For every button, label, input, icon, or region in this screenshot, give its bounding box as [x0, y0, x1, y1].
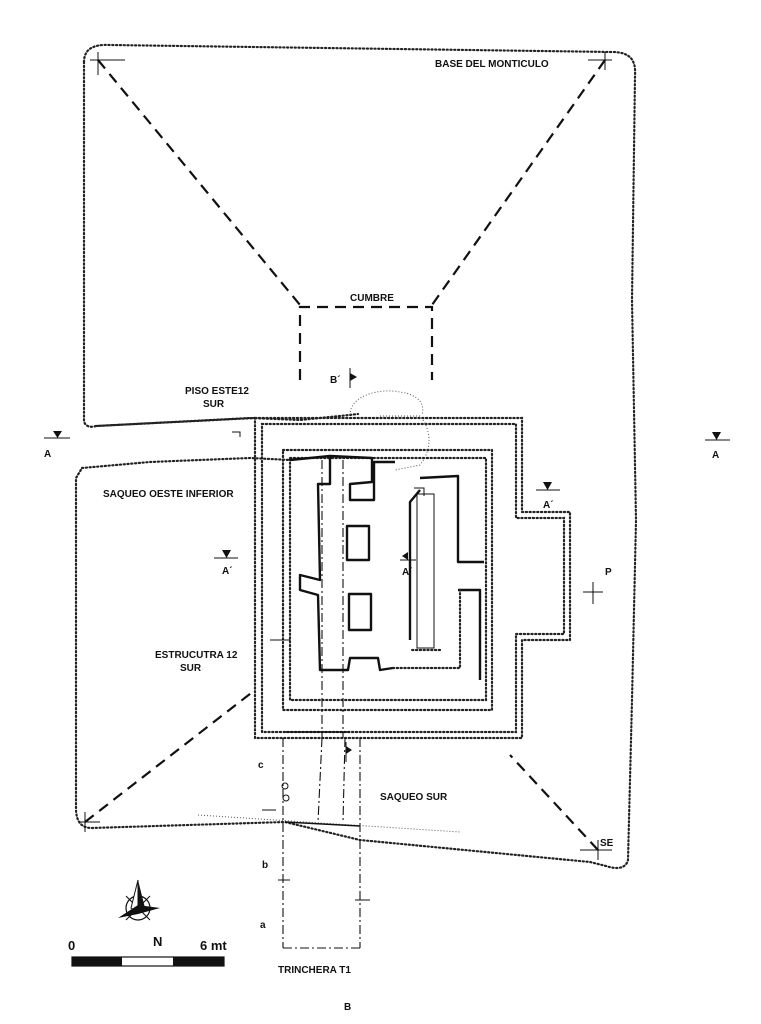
- platform-outer: [253, 416, 572, 740]
- label-saqueo-oeste: SAQUEO OESTE INFERIOR: [103, 489, 234, 500]
- room-lower: [347, 592, 373, 632]
- label-estructura-2: SUR: [180, 663, 202, 674]
- dash-sw: [84, 689, 256, 823]
- label-trinchera: TRINCHERA T1: [278, 965, 351, 976]
- scale-bar: 0 6 mt: [68, 938, 227, 967]
- structure-wall-north: [329, 454, 395, 502]
- trench-marker-2: [282, 794, 290, 802]
- section-label-a-right: A: [712, 450, 719, 461]
- label-piso-1: PISO ESTE12: [185, 386, 249, 397]
- structure-wall-east: [419, 474, 484, 564]
- section-marker-a-prime-2: A´: [214, 550, 238, 577]
- cumbre-box: [298, 305, 434, 380]
- north-bulge: [349, 390, 424, 416]
- section-label-b-prime: B´: [330, 375, 341, 386]
- corner-tick-nw: [90, 52, 125, 75]
- inner-dotted: [391, 588, 462, 670]
- trench-right-inner: [342, 737, 346, 823]
- label-seg-b: b: [262, 860, 268, 871]
- trench-marker-1: [281, 782, 289, 790]
- north-arrow-icon: N: [118, 879, 162, 949]
- mound-base-outline: [74, 43, 638, 870]
- platform-inner-3: [288, 456, 488, 702]
- structure-wall-main: [289, 454, 394, 672]
- section-marker-a-right: A: [705, 432, 730, 461]
- dash-ne: [431, 59, 606, 306]
- marker-p: P: [583, 567, 612, 604]
- north-label: N: [153, 934, 162, 949]
- dash-nw: [97, 59, 301, 306]
- small-tick-west: [232, 431, 241, 437]
- section-label-a-prime-3: A´: [402, 567, 413, 578]
- trench-tick-2: [262, 639, 290, 811]
- section-marker-a-prime-1: A´: [536, 482, 560, 511]
- trench-tick-1: [278, 879, 370, 901]
- mound-base-outline-top-west: [82, 60, 257, 428]
- section-label-a-prime-1: A´: [543, 500, 554, 511]
- room-east-long: [416, 493, 435, 649]
- scale-start: 0: [68, 938, 75, 953]
- profile-line-lower: [80, 456, 292, 470]
- label-seg-a: a: [260, 920, 266, 931]
- label-base-monticulo: BASE DEL MONTICULO: [435, 59, 549, 70]
- corner-tick-se: [580, 840, 612, 860]
- section-marker-a-prime-3: A´: [400, 552, 416, 578]
- label-piso-2: SUR: [203, 399, 225, 410]
- north-bulge-2: [380, 415, 430, 471]
- profile-line-upper: [94, 412, 360, 428]
- label-seg-c: c: [258, 760, 264, 771]
- structure-wall-inner-room: [408, 489, 421, 640]
- section-label-a-prime-2: A´: [222, 566, 233, 577]
- small-tick-structure: [414, 487, 425, 496]
- corner-tick-sw: [80, 812, 100, 832]
- trench-pillar: [321, 460, 344, 738]
- label-saqueo-sur: SAQUEO SUR: [380, 792, 448, 803]
- trench-left-inner: [317, 737, 323, 823]
- section-marker-a-left: A: [44, 431, 70, 460]
- corner-tick-ne: [588, 52, 612, 70]
- scale-end: 6 mt: [200, 938, 227, 953]
- section-marker-b-prime: B´: [330, 368, 357, 388]
- trench-edge: [284, 821, 361, 827]
- label-section-b: B: [344, 1002, 351, 1013]
- label-estructura-1: ESTRUCUTRA 12: [155, 650, 238, 661]
- label-p: P: [605, 567, 612, 578]
- section-marker-trench: [345, 742, 352, 762]
- section-label-a-left: A: [44, 449, 51, 460]
- platform-inner-2: [281, 448, 494, 712]
- label-cumbre: CUMBRE: [350, 293, 394, 304]
- dash-se: [509, 754, 599, 851]
- structure-wall-se: [458, 588, 482, 680]
- room-upper: [345, 524, 371, 562]
- label-se: SE: [600, 838, 614, 849]
